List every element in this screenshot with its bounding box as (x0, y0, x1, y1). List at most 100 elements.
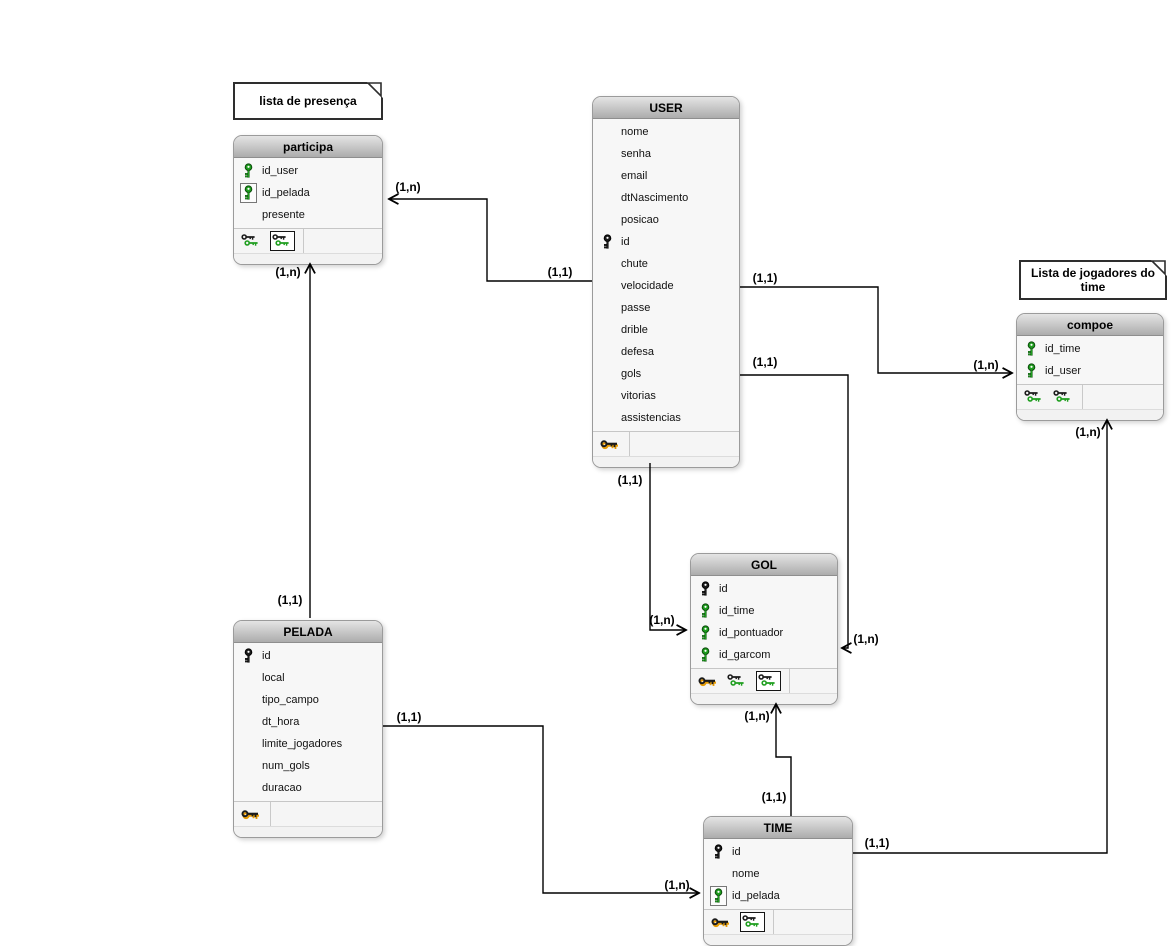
index-highlight-box (740, 912, 765, 932)
primary-key-icon (241, 648, 256, 664)
field-id_pontuador[interactable]: id_pontuador (691, 622, 837, 644)
relationship-line-user-compoe[interactable] (740, 286, 1012, 373)
entity-index-bar (691, 668, 837, 694)
note-lista-de-presenca[interactable]: lista de presença (233, 82, 383, 120)
field-label: id_time (1045, 343, 1081, 355)
field-label: dt_hora (262, 716, 300, 728)
relationship-line-user-gol-bottom[interactable] (649, 463, 686, 630)
cardinality-label: (1,1) (761, 790, 787, 804)
field-nome[interactable]: nome (593, 121, 739, 143)
entity-title: TIME (763, 820, 793, 835)
field-label: senha (621, 148, 651, 160)
field-local[interactable]: local (234, 667, 382, 689)
index-bar-divider (789, 669, 790, 693)
relationship-line-time-gol[interactable] (776, 704, 792, 816)
relationship-line-user-gol-right[interactable] (740, 374, 848, 648)
field-id[interactable]: id (691, 578, 837, 600)
entity-compoe[interactable]: compoe id_time id_user (1016, 313, 1164, 421)
field-id[interactable]: id (234, 645, 382, 667)
field-label: local (262, 672, 285, 684)
field-assistencias[interactable]: assistencias (593, 407, 739, 429)
index-bar-divider (303, 229, 304, 253)
field-dt_hora[interactable]: dt_hora (234, 711, 382, 733)
field-label: passe (621, 302, 651, 314)
entity-header[interactable]: USER (593, 97, 739, 119)
index-bar-divider (773, 910, 774, 934)
field-label: defesa (621, 346, 655, 358)
foreign-key-index-icon (1053, 389, 1074, 405)
cardinality-label: (1,n) (853, 632, 879, 646)
field-dtNascimento[interactable]: dtNascimento (593, 187, 739, 209)
field-label: assistencias (621, 412, 681, 424)
field-label: nome (621, 126, 649, 138)
cardinality-label: (1,1) (547, 265, 573, 279)
field-defesa[interactable]: defesa (593, 341, 739, 363)
entity-bottom-strip (593, 457, 739, 467)
field-email[interactable]: email (593, 165, 739, 187)
field-id[interactable]: id (704, 841, 852, 863)
field-id_garcom[interactable]: id_garcom (691, 644, 837, 666)
field-gols[interactable]: gols (593, 363, 739, 385)
primary-key-index-icon (698, 675, 719, 688)
field-chute[interactable]: chute (593, 253, 739, 275)
relationship-line-user-participa[interactable] (389, 199, 592, 282)
cardinality-label: (1,n) (664, 878, 690, 892)
field-id_time[interactable]: id_time (691, 600, 837, 622)
foreign-key-index-icon (241, 233, 262, 249)
field-id_pelada[interactable]: id_pelada (234, 182, 382, 204)
field-presente[interactable]: presente (234, 204, 382, 226)
field-label: dtNascimento (621, 192, 689, 204)
entity-header[interactable]: GOL (691, 554, 837, 576)
field-vitorias[interactable]: vitorias (593, 385, 739, 407)
field-id_user[interactable]: id_user (234, 160, 382, 182)
entity-title: GOL (751, 557, 777, 572)
primary-key-index-icon (600, 438, 621, 451)
field-passe[interactable]: passe (593, 297, 739, 319)
field-label: id_garcom (719, 649, 771, 661)
field-id_pelada[interactable]: id_pelada (704, 885, 852, 907)
field-senha[interactable]: senha (593, 143, 739, 165)
field-label: id_user (1045, 365, 1082, 377)
field-id_time[interactable]: id_time (1017, 338, 1163, 360)
relationship-line-pelada-time[interactable] (383, 725, 699, 893)
note-lista-de-jogadores-do-time[interactable]: Lista de jogadores do time (1019, 260, 1167, 300)
cardinality-label: (1,1) (752, 355, 778, 369)
field-nome[interactable]: nome (704, 863, 852, 885)
field-duracao[interactable]: duracao (234, 777, 382, 799)
cardinality-label: (1,n) (973, 358, 999, 372)
field-drible[interactable]: drible (593, 319, 739, 341)
entity-index-bar (234, 801, 382, 827)
foreign-key-icon (698, 603, 713, 619)
entity-header[interactable]: compoe (1017, 314, 1163, 336)
field-id_user[interactable]: id_user (1017, 360, 1163, 382)
entity-header[interactable]: PELADA (234, 621, 382, 643)
foreign-key-index-icon (740, 912, 765, 932)
field-limite_jogadores[interactable]: limite_jogadores (234, 733, 382, 755)
cardinality-label: (1,1) (277, 593, 303, 607)
field-id[interactable]: id (593, 231, 739, 253)
entity-bottom-strip (704, 935, 852, 945)
entity-header[interactable]: TIME (704, 817, 852, 839)
field-velocidade[interactable]: velocidade (593, 275, 739, 297)
entity-index-bar (1017, 384, 1163, 410)
foreign-key-icon (240, 183, 257, 203)
relationship-line-time-compoe[interactable] (853, 420, 1107, 854)
field-posicao[interactable]: posicao (593, 209, 739, 231)
entity-bottom-strip (691, 694, 837, 704)
entity-header[interactable]: participa (234, 136, 382, 158)
foreign-key-icon (698, 625, 713, 641)
field-tipo_campo[interactable]: tipo_campo (234, 689, 382, 711)
entity-field-list: id_time id_user (1017, 336, 1163, 384)
field-num_gols[interactable]: num_gols (234, 755, 382, 777)
field-label: id_pelada (732, 890, 780, 902)
entity-index-bar (593, 431, 739, 457)
entity-index-bar (704, 909, 852, 935)
key-highlight-box (240, 183, 257, 203)
